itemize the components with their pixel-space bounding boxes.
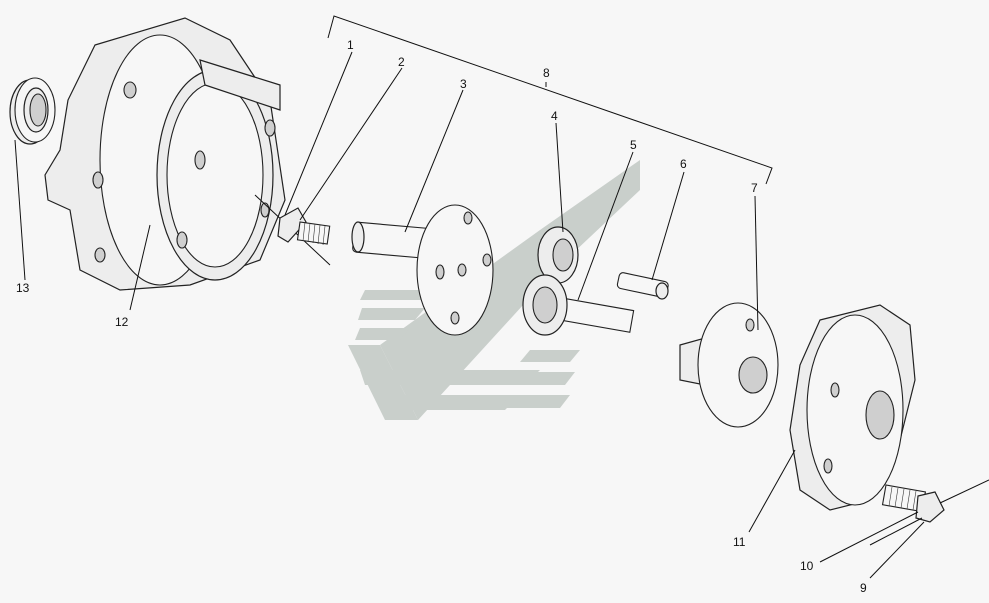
callout-12: 12 <box>115 315 129 329</box>
part-13-seal-ring <box>9 77 56 145</box>
callout-3: 3 <box>460 77 467 91</box>
callout-10: 10 <box>800 559 814 573</box>
callout-5: 5 <box>630 138 637 152</box>
part-12-housing <box>44 17 286 291</box>
callout-13: 13 <box>16 281 30 295</box>
callout-8: 8 <box>543 66 550 80</box>
part-9-10-bolt-wire <box>869 479 989 546</box>
callout-6: 6 <box>680 157 687 171</box>
part-4-gear <box>537 226 579 284</box>
part-5-gear-shaft <box>522 274 635 336</box>
part-7-flange-plate <box>679 302 779 428</box>
callout-11: 11 <box>733 535 746 549</box>
part-6-pin <box>616 272 669 300</box>
part-1-2-bolt-and-lock <box>254 194 331 266</box>
callout-4: 4 <box>551 109 558 123</box>
callout-7: 7 <box>751 181 758 195</box>
callout-9: 9 <box>860 581 867 595</box>
part-3-shaft-flange <box>351 204 494 336</box>
part-11-cover <box>789 304 916 511</box>
callout-2: 2 <box>398 55 405 69</box>
callout-1: 1 <box>347 38 354 52</box>
assembly-8-bracket <box>327 15 773 185</box>
callout-labels: 1 2 3 4 5 6 7 8 9 10 11 12 13 <box>16 38 867 595</box>
watermark-logo <box>348 160 640 420</box>
leader-lines <box>14 51 925 579</box>
